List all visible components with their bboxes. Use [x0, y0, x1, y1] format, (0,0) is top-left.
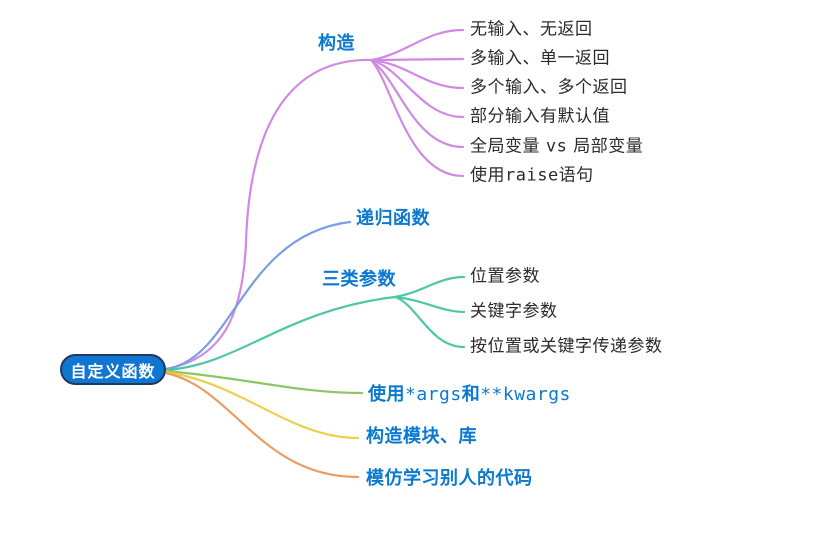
- child-default-values[interactable]: 部分输入有默认值: [470, 106, 610, 127]
- curve-branch-recursive: [164, 220, 352, 371]
- child-keyword-params[interactable]: 关键字参数: [470, 301, 558, 322]
- curve-child-no-input: [370, 28, 465, 62]
- curve-child-pos-or-kw: [393, 295, 466, 349]
- child-global-vs-local[interactable]: 全局变量 vs 局部变量: [470, 136, 644, 157]
- curve-child-raise: [370, 59, 465, 178]
- kwargs-code-text: **kwargs: [480, 384, 571, 405]
- args-code-text: *args: [405, 384, 462, 405]
- curve-branch-imitate: [164, 371, 360, 479]
- child-multi-input-multi-return[interactable]: 多个输入、多个返回: [470, 77, 628, 98]
- curve-branch-params: [164, 295, 397, 372]
- topic-three-param-types[interactable]: 三类参数: [322, 269, 396, 290]
- curve-child-keyword: [393, 295, 466, 314]
- raise-text-cjk-2: 语句: [558, 165, 594, 186]
- topic-recursive-function[interactable]: 递归函数: [356, 208, 430, 229]
- topic-construct[interactable]: 构造: [318, 33, 355, 54]
- curve-branch-modules: [164, 370, 360, 440]
- root-label: 自定义函数: [70, 361, 156, 381]
- raise-text-cjk-1: 使用: [470, 165, 505, 186]
- args-text-cjk-1: 使用: [368, 384, 405, 405]
- child-positional-or-keyword[interactable]: 按位置或关键字传递参数: [470, 336, 663, 357]
- topic-args-kwargs[interactable]: 使用*args和**kwargs: [368, 386, 571, 404]
- vs-code-text: vs: [545, 136, 568, 157]
- topic-build-modules[interactable]: 构造模块、库: [366, 426, 477, 447]
- root-node[interactable]: 自定义函数: [60, 354, 166, 385]
- curve-child-positional: [393, 275, 466, 299]
- child-no-input-no-return[interactable]: 无输入、无返回: [470, 19, 593, 40]
- curve-child-multi-return: [370, 58, 465, 90]
- raise-code-text: raise: [505, 165, 559, 186]
- curve-branch-construct: [164, 58, 374, 371]
- curve-child-default-values: [370, 58, 465, 119]
- global-local-text-cjk-1: 全局变量: [470, 136, 546, 157]
- topic-imitate-others-code[interactable]: 模仿学习别人的代码: [366, 468, 533, 489]
- curve-child-multi-input: [370, 57, 465, 62]
- global-local-text-cjk-2: 局部变量: [567, 136, 644, 157]
- child-multi-input-single-return[interactable]: 多输入、单一返回: [470, 48, 610, 69]
- curve-branch-args-kwargs: [164, 369, 364, 395]
- child-positional-params[interactable]: 位置参数: [470, 266, 540, 287]
- curve-child-global-local: [370, 59, 465, 149]
- args-text-cjk-2: 和: [461, 384, 481, 405]
- child-use-raise[interactable]: 使用raise语句: [470, 165, 594, 186]
